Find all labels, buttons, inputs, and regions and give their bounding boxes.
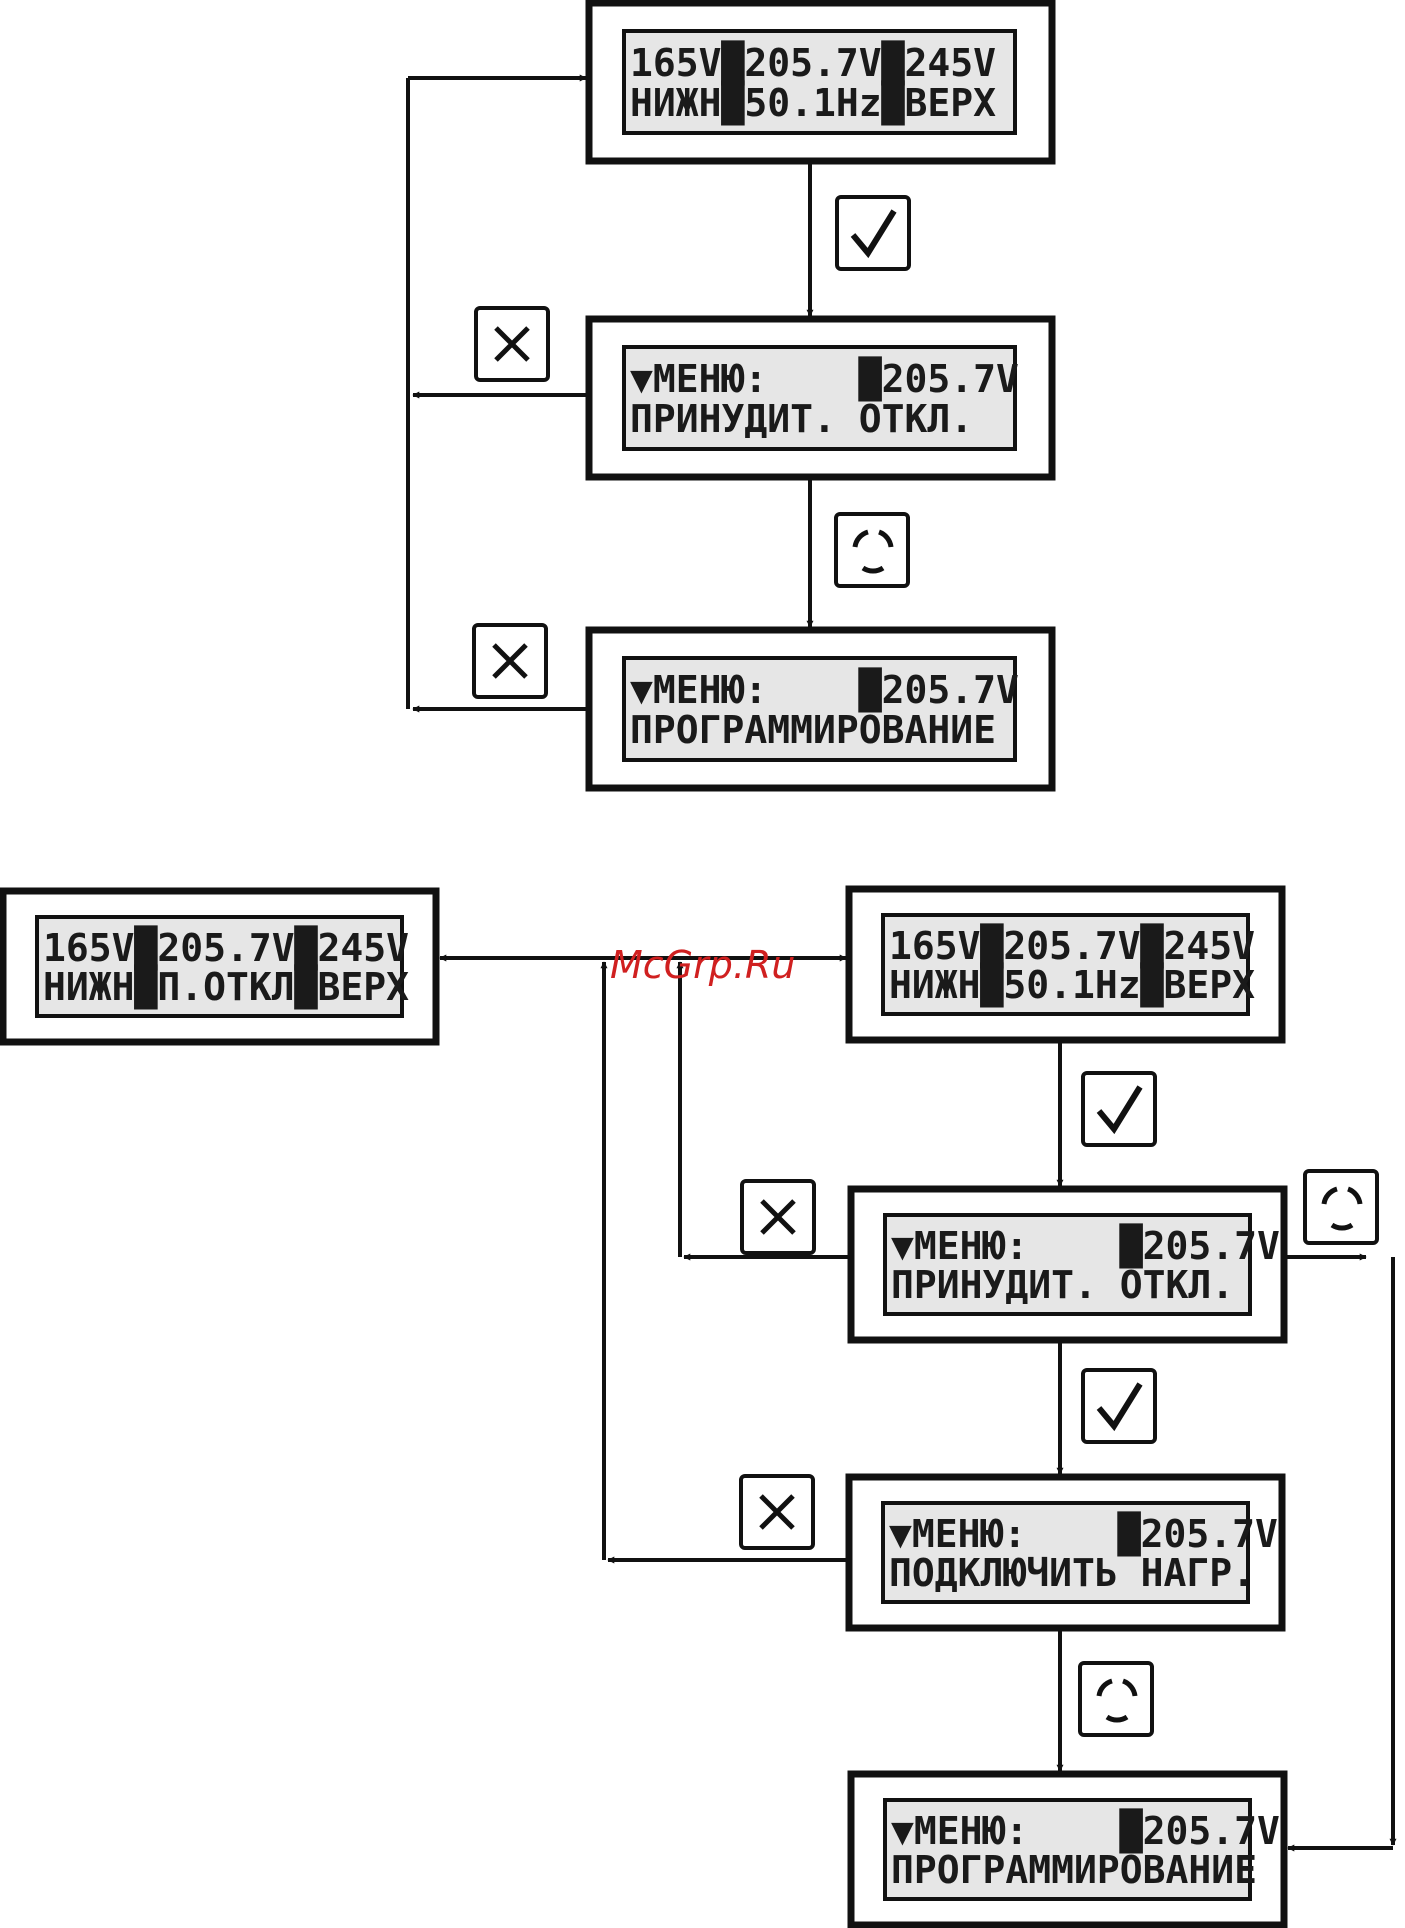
watermark: McGrp.Ru	[610, 943, 795, 987]
cross-icon	[742, 1181, 814, 1253]
cross-icon	[476, 308, 548, 380]
lcd-screen-force-off-status: 165V█205.7V█245V НИЖН█П.ОТКЛ█ВЕРХ	[3, 891, 436, 1042]
lcd-line-2: НИЖН█50.1Hz█ВЕРХ	[889, 962, 1255, 1008]
bottom-connectors	[440, 958, 1393, 1848]
lcd-line-1: ▼МЕНЮ: █205.7V	[630, 667, 1019, 713]
lcd-line-2: НИЖН█П.ОТКЛ█ВЕРХ	[43, 964, 409, 1010]
lcd-line-2: НИЖН█50.1Hz█ВЕРХ	[630, 80, 996, 126]
lcd-line-2: ПРОГРАММИРОВАНИЕ	[630, 708, 996, 752]
rotate-icon	[1080, 1663, 1152, 1735]
lcd-line-2: ПРОГРАММИРОВАНИЕ	[891, 1848, 1257, 1892]
lcd-screen-bottom-programming: ▼МЕНЮ: █205.7V ПРОГРАММИРОВАНИЕ	[851, 1774, 1284, 1925]
check-icon	[1083, 1073, 1155, 1145]
lcd-screen-top-main: 165V█205.7V█245V НИЖН█50.1Hz█ВЕРХ	[589, 3, 1052, 161]
lcd-line-2: ПОДКЛЮЧИТЬ НАГР.	[889, 1551, 1255, 1595]
lcd-line-2: ПРИНУДИТ. ОТКЛ.	[891, 1263, 1234, 1307]
lcd-screen-connect-load: ▼МЕНЮ: █205.7V ПОДКЛЮЧИТЬ НАГР.	[849, 1477, 1282, 1628]
lcd-line-2: ПРИНУДИТ. ОТКЛ.	[630, 397, 973, 441]
check-icon	[837, 197, 909, 269]
cross-icon	[474, 625, 546, 697]
lcd-screen-top-force-off: ▼МЕНЮ: █205.7V ПРИНУДИТ. ОТКЛ.	[589, 319, 1052, 477]
rotate-icon	[1305, 1171, 1377, 1243]
cross-icon	[741, 1476, 813, 1548]
lcd-screen-top-programming: ▼МЕНЮ: █205.7V ПРОГРАММИРОВАНИЕ	[589, 630, 1052, 788]
lcd-line-1: ▼МЕНЮ: █205.7V	[630, 356, 1019, 402]
check-icon	[1083, 1370, 1155, 1442]
lcd-screen-bottom-force-off: ▼МЕНЮ: █205.7V ПРИНУДИТ. ОТКЛ.	[851, 1189, 1284, 1340]
lcd-screen-bottom-main: 165V█205.7V█245V НИЖН█50.1Hz█ВЕРХ	[849, 889, 1282, 1040]
lcd-line-1: 165V█205.7V█245V	[630, 40, 996, 86]
rotate-icon	[836, 514, 908, 586]
